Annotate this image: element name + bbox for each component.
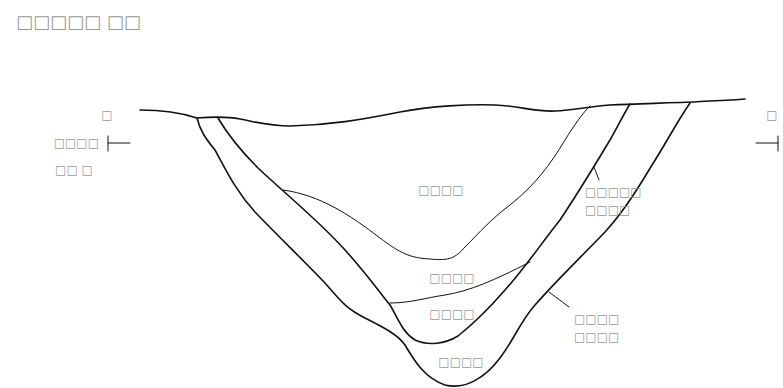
elevation-label: □□ □ (55, 161, 93, 179)
section-letter: □ (101, 106, 112, 124)
section-letter: □ (766, 106, 777, 124)
layer-label: □□□□ (438, 353, 483, 371)
layer-label: □□□□ (429, 305, 474, 323)
callout-label: □□□□□ □□□□ (585, 183, 642, 219)
section-mark (108, 136, 130, 151)
leader-line (594, 167, 599, 180)
callout-label: □□□□ □□□□ (574, 310, 619, 346)
section-mark (756, 136, 778, 151)
channel-fill-boundary (283, 106, 590, 260)
middle-boundary (218, 104, 630, 343)
layer-label: □□□□ (418, 181, 463, 199)
leader-line (549, 292, 569, 307)
layer-label: □□□□ (429, 269, 474, 287)
elevation-label: □□□□ (54, 134, 99, 152)
outer-boundary (197, 103, 690, 386)
ground-surface (140, 99, 745, 126)
figure-title: □□□□□ □□ (16, 8, 141, 35)
layer-boundary (390, 262, 530, 303)
